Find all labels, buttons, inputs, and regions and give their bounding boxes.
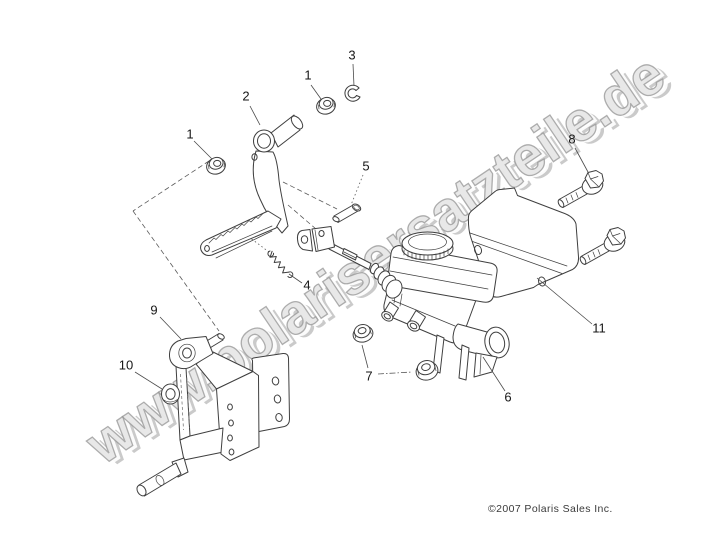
callout-4: 4 (303, 278, 310, 293)
copyright-text: ©2007 Polaris Sales Inc. (488, 503, 613, 515)
callout-5: 5 (362, 159, 369, 174)
bushing-art (161, 383, 180, 405)
push-rod-clevis-art (296, 226, 403, 299)
brake-pedal-art (200, 114, 304, 259)
pedal-nut-right-art (316, 96, 336, 115)
mount-nut-left-art (352, 323, 374, 343)
master-cylinder-art (381, 231, 510, 381)
callout-9: 9 (150, 303, 157, 318)
pedal-nut-left-art (206, 156, 226, 175)
spring-art (267, 250, 294, 278)
bracket-art (136, 333, 290, 497)
mount-nut-right-art (415, 359, 439, 381)
callout-labels: 1 2 1 3 5 4 8 9 10 7 6 11 (119, 48, 606, 405)
bolt-lower-art (579, 227, 626, 265)
callout-10: 10 (119, 358, 133, 373)
callout-8: 8 (568, 132, 575, 147)
callout-2: 2 (242, 89, 249, 104)
callout-6: 6 (504, 390, 511, 405)
bolt-upper-art (557, 170, 604, 208)
callout-1-right: 1 (304, 68, 311, 83)
callout-3: 3 (348, 48, 355, 63)
callout-1-left: 1 (186, 127, 193, 142)
callout-11: 11 (592, 321, 606, 336)
clevis-pin-art (332, 203, 362, 223)
callout-7: 7 (365, 369, 372, 384)
leader-lines (134, 63, 593, 392)
retaining-clip-art (344, 84, 361, 102)
